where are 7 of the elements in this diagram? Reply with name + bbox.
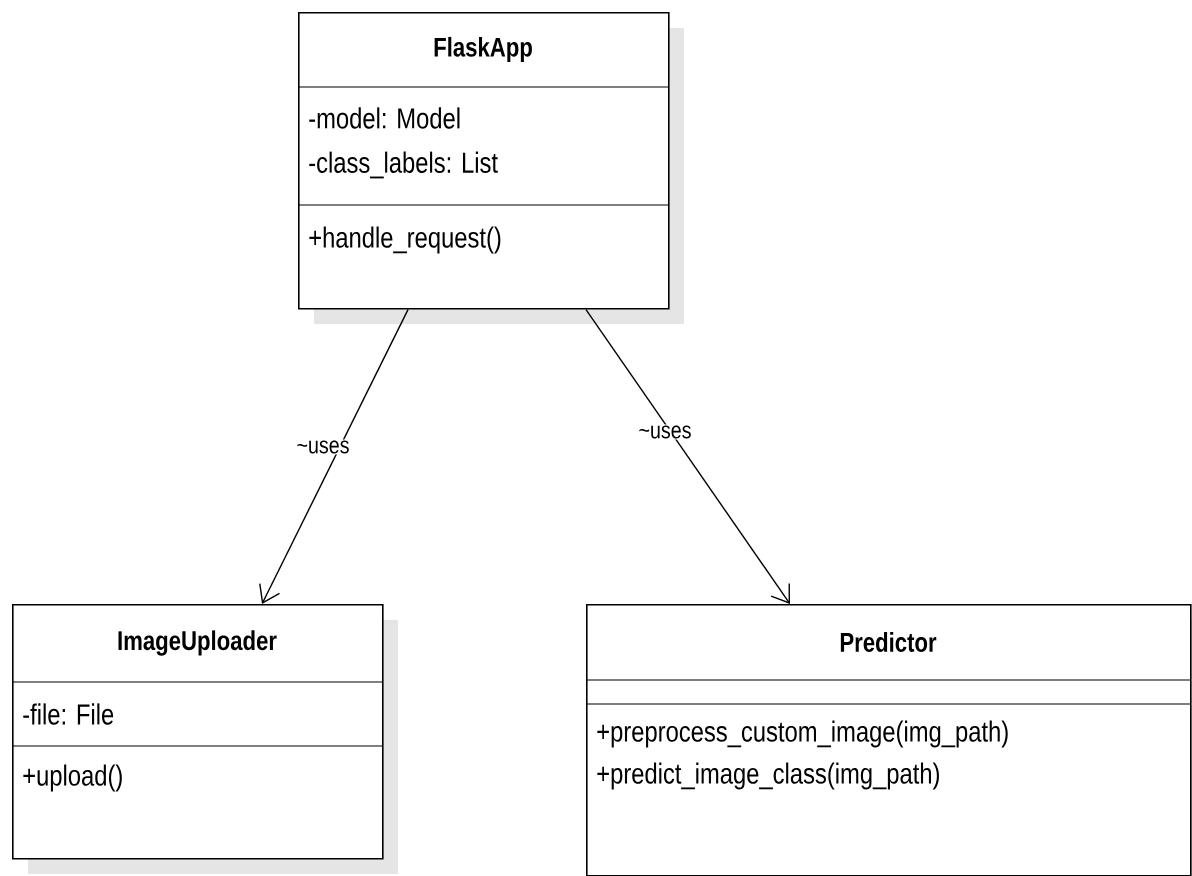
class-box: FlaskApp -model: Model -class_labels: List +handle_request() — [297, 12, 684, 324]
class-box: ImageUploader -file: File +upload() — [11, 604, 398, 874]
edge-label: ~uses — [637, 424, 693, 440]
class-box: Predictor +preprocess_custom_image(img_path) +predict_image_class(img_path) — [585, 604, 1192, 876]
arrow — [259, 308, 409, 604]
edge-label: ~uses — [295, 439, 351, 455]
arrow — [585, 308, 790, 604]
